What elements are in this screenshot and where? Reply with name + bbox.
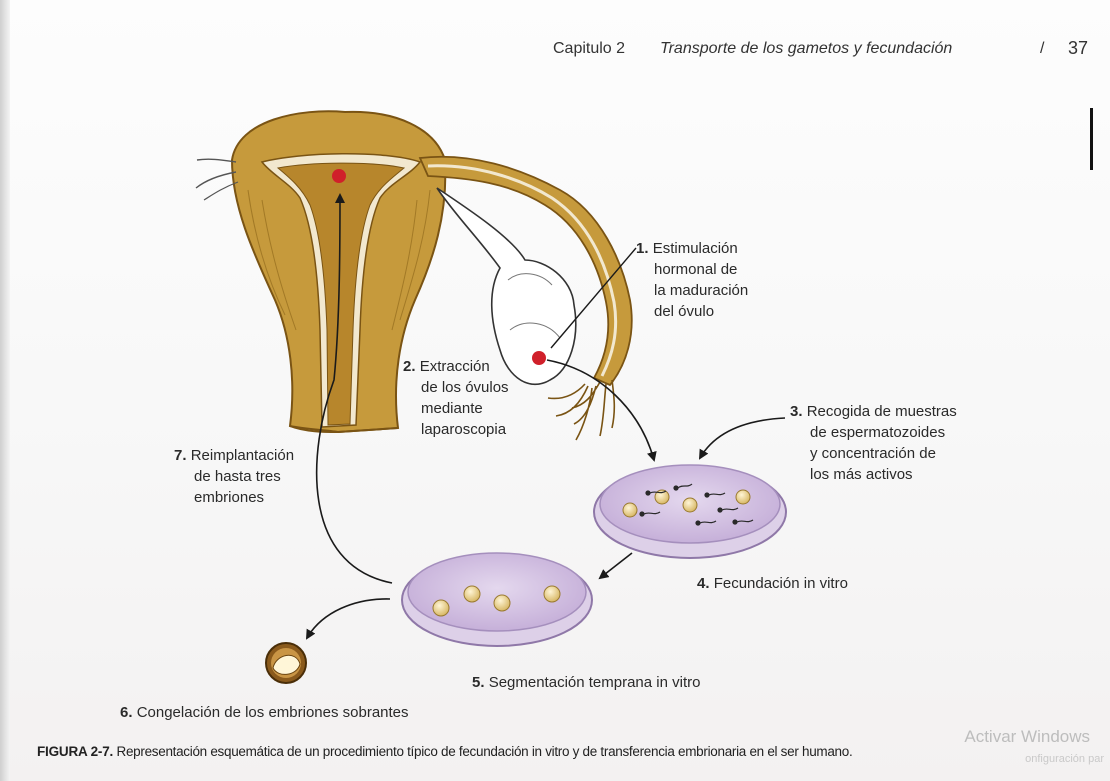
embryo [433, 600, 449, 616]
step-3-line-3: y concentración de [790, 443, 957, 464]
step-1-label: 1. Estimulación hormonal de la maduració… [636, 238, 748, 322]
step-7-line-1: Reimplantación [191, 447, 294, 464]
step-5-number: 5. [472, 674, 485, 691]
step-6-line-1: Congelación de los embriones sobrantes [137, 704, 409, 721]
step-2-line-1: Extracción [420, 358, 490, 375]
step-2-line-4: laparoscopia [403, 419, 509, 440]
step-5-line-1: Segmentación temprana in vitro [489, 674, 701, 691]
arrow-sperm-to-dish [700, 418, 785, 458]
step-2-line-2: de los óvulos [403, 377, 509, 398]
arrow-to-freezing [307, 599, 390, 638]
step-1-line-2: hormonal de [636, 259, 748, 280]
windows-activation-subtext: onfiguración par [1025, 753, 1104, 765]
step-7-label: 7. Reimplantación de hasta tres embrione… [174, 445, 294, 508]
step-4-number: 4. [697, 575, 710, 592]
figure-label: FIGURA 2-7. [37, 744, 113, 759]
step-3-line-4: los más activos [790, 464, 957, 485]
embryo [464, 586, 480, 602]
step-2-number: 2. [403, 358, 416, 375]
figure-caption: FIGURA 2-7. Representación esquemática d… [37, 744, 852, 759]
step-2-line-3: mediante [403, 398, 509, 419]
step-7-line-3: embriones [174, 487, 294, 508]
step-3-line-1: Recogida de muestras [807, 403, 957, 420]
step-6-number: 6. [120, 704, 133, 721]
implanted-embryo-dot [332, 169, 346, 183]
step-1-number: 1. [636, 240, 649, 257]
figure-caption-text: Representación esquemática de un procedi… [117, 744, 853, 759]
step-3-line-2: de espermatozoides [790, 422, 957, 443]
step-3-number: 3. [790, 403, 803, 420]
frozen-embryo [266, 643, 306, 683]
step-5-label: 5. Segmentación temprana in vitro [472, 672, 700, 693]
egg [683, 498, 697, 512]
windows-activation-watermark: Activar Windows [964, 727, 1090, 747]
egg [736, 490, 750, 504]
step-1-line-1: Estimulación [653, 240, 738, 257]
petri-dish-cleavage [402, 553, 592, 646]
step-1-line-4: del óvulo [636, 301, 748, 322]
egg [623, 503, 637, 517]
step-4-line-1: Fecundación in vitro [714, 575, 848, 592]
embryo [544, 586, 560, 602]
ovary [437, 188, 576, 384]
step-7-line-2: de hasta tres [174, 466, 294, 487]
step-2-label: 2. Extracción de los óvulos mediante lap… [403, 356, 509, 440]
embryo [494, 595, 510, 611]
step-6-label: 6. Congelación de los embriones sobrante… [120, 702, 409, 723]
step-1-line-3: la maduración [636, 280, 748, 301]
step-3-label: 3. Recogida de muestras de espermatozoid… [790, 401, 957, 485]
step-7-number: 7. [174, 447, 187, 464]
step-4-label: 4. Fecundación in vitro [697, 573, 848, 594]
ovum-dot [532, 351, 546, 365]
petri-dish-fertilization [594, 465, 786, 558]
arrow-dish4-to-dish5 [600, 553, 632, 578]
